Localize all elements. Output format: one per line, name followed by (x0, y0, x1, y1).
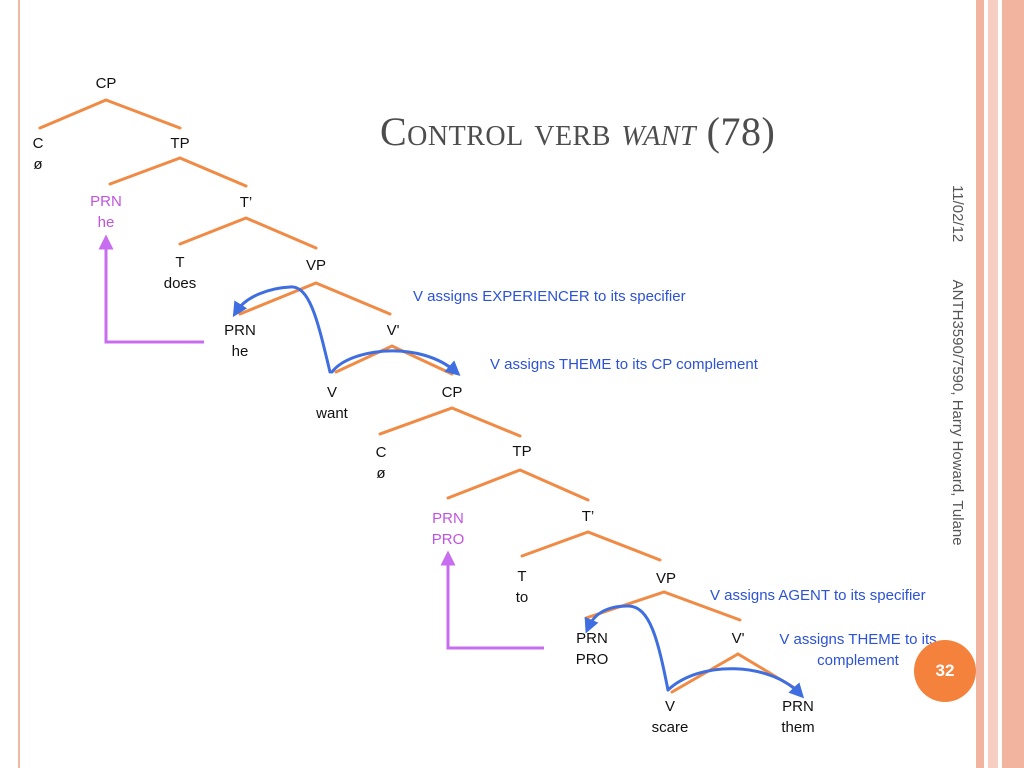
note-theme-line1: V assigns THEME to its (779, 631, 937, 648)
slide-title: Control verb want (78) (380, 108, 775, 155)
branch-tbar2 (520, 530, 662, 562)
node-vbar-top-label: V' (386, 322, 400, 339)
node-prn-he-vp: PRN he (224, 320, 256, 362)
node-tp-top: TP (170, 133, 189, 154)
node-c-top-word: ø (33, 156, 43, 173)
branch-tbar1 (178, 216, 318, 250)
node-tp-lower-label: TP (512, 443, 532, 460)
branch-cp1 (38, 98, 182, 130)
tree-branches (38, 98, 800, 694)
node-prn-he-label: PRN (90, 193, 122, 210)
node-prn-pro-spec: PRN PRO (432, 508, 465, 550)
title-main: Control verb (380, 109, 622, 154)
note-theme-cp: V assigns THEME to its CP complement (490, 356, 758, 373)
branch-tp2 (446, 468, 590, 502)
title-italic: want (621, 109, 697, 154)
node-c-top-label: C (32, 135, 44, 152)
node-cp-lower: CP (442, 382, 463, 403)
node-vbar-top: V' (387, 320, 400, 341)
bracket-pro (440, 550, 544, 650)
node-prn-pro-vp-word: PRO (575, 651, 609, 668)
node-tbar-top: T’ (240, 192, 253, 213)
node-c-lower-word: ø (376, 465, 386, 482)
node-t-does-label: T (175, 254, 185, 271)
note-theme-line2: complement (817, 652, 899, 669)
node-cp-top-label: CP (95, 75, 117, 92)
note-theme-complement: V assigns THEME to its complement (758, 629, 958, 671)
stripe-1 (976, 0, 984, 768)
arrow-theme-cp (330, 349, 461, 376)
binding-brackets (98, 234, 544, 650)
arrow-agent (584, 604, 670, 692)
node-vp-lower-label: VP (655, 570, 677, 587)
node-prn-them-word: them (781, 719, 815, 736)
node-prn-he-spec: PRN he (90, 191, 122, 233)
branch-vbar1 (334, 344, 454, 376)
branch-vp1 (238, 281, 392, 316)
node-v-want-label: V (326, 384, 337, 401)
arrow-experiencer (232, 285, 332, 374)
node-prn-pro-vp: PRN PRO (576, 628, 609, 670)
note-experiencer: V assigns EXPERIENCER to its specifier (413, 288, 686, 305)
node-vp-top-label: VP (305, 257, 327, 274)
decorative-stripes (976, 0, 1024, 768)
node-vp-lower: VP (656, 568, 676, 589)
node-t-to-word: to (515, 589, 529, 606)
node-tp-lower: TP (512, 441, 531, 462)
branch-cp2 (378, 406, 522, 438)
node-tp-top-label: TP (170, 135, 190, 152)
stripe-2 (988, 0, 998, 768)
node-v-scare-label: V (664, 698, 675, 715)
node-prn-pro-word: PRO (431, 531, 465, 548)
theta-arrows (232, 285, 805, 699)
branch-tp1 (108, 156, 248, 188)
node-prn-he-vp-label: PRN (224, 322, 256, 339)
node-c-lower-label: C (375, 444, 387, 461)
node-prn-he-vp-word: he (231, 343, 249, 360)
node-prn-he-word: he (97, 214, 115, 231)
node-v-want-word: want (316, 405, 348, 422)
node-vbar-lower-label: V' (731, 630, 745, 647)
node-tbar-top-label: T’ (239, 194, 253, 211)
node-tbar-lower-label: T’ (581, 508, 595, 525)
node-t-does-word: does (163, 275, 197, 292)
node-t-to-label: T (517, 568, 527, 585)
title-tail: (78) (696, 109, 776, 154)
note-agent: V assigns AGENT to its specifier (710, 587, 926, 604)
left-margin-rule (18, 0, 20, 768)
node-tbar-lower: T’ (582, 506, 595, 527)
node-vbar-lower: V' (732, 628, 745, 649)
node-v-scare-word: scare (651, 719, 689, 736)
page-number-badge: 32 (914, 640, 976, 702)
node-prn-them: PRN them (781, 696, 814, 738)
node-cp-top: CP (96, 73, 117, 94)
node-prn-them-label: PRN (782, 698, 814, 715)
node-cp-lower-label: CP (441, 384, 463, 401)
arrow-theme-prn (666, 667, 805, 699)
stripe-3 (1002, 0, 1024, 768)
node-vp-top: VP (306, 255, 326, 276)
bracket-he (98, 234, 204, 344)
node-prn-pro-label: PRN (432, 510, 464, 527)
node-prn-pro-vp-label: PRN (576, 630, 608, 647)
